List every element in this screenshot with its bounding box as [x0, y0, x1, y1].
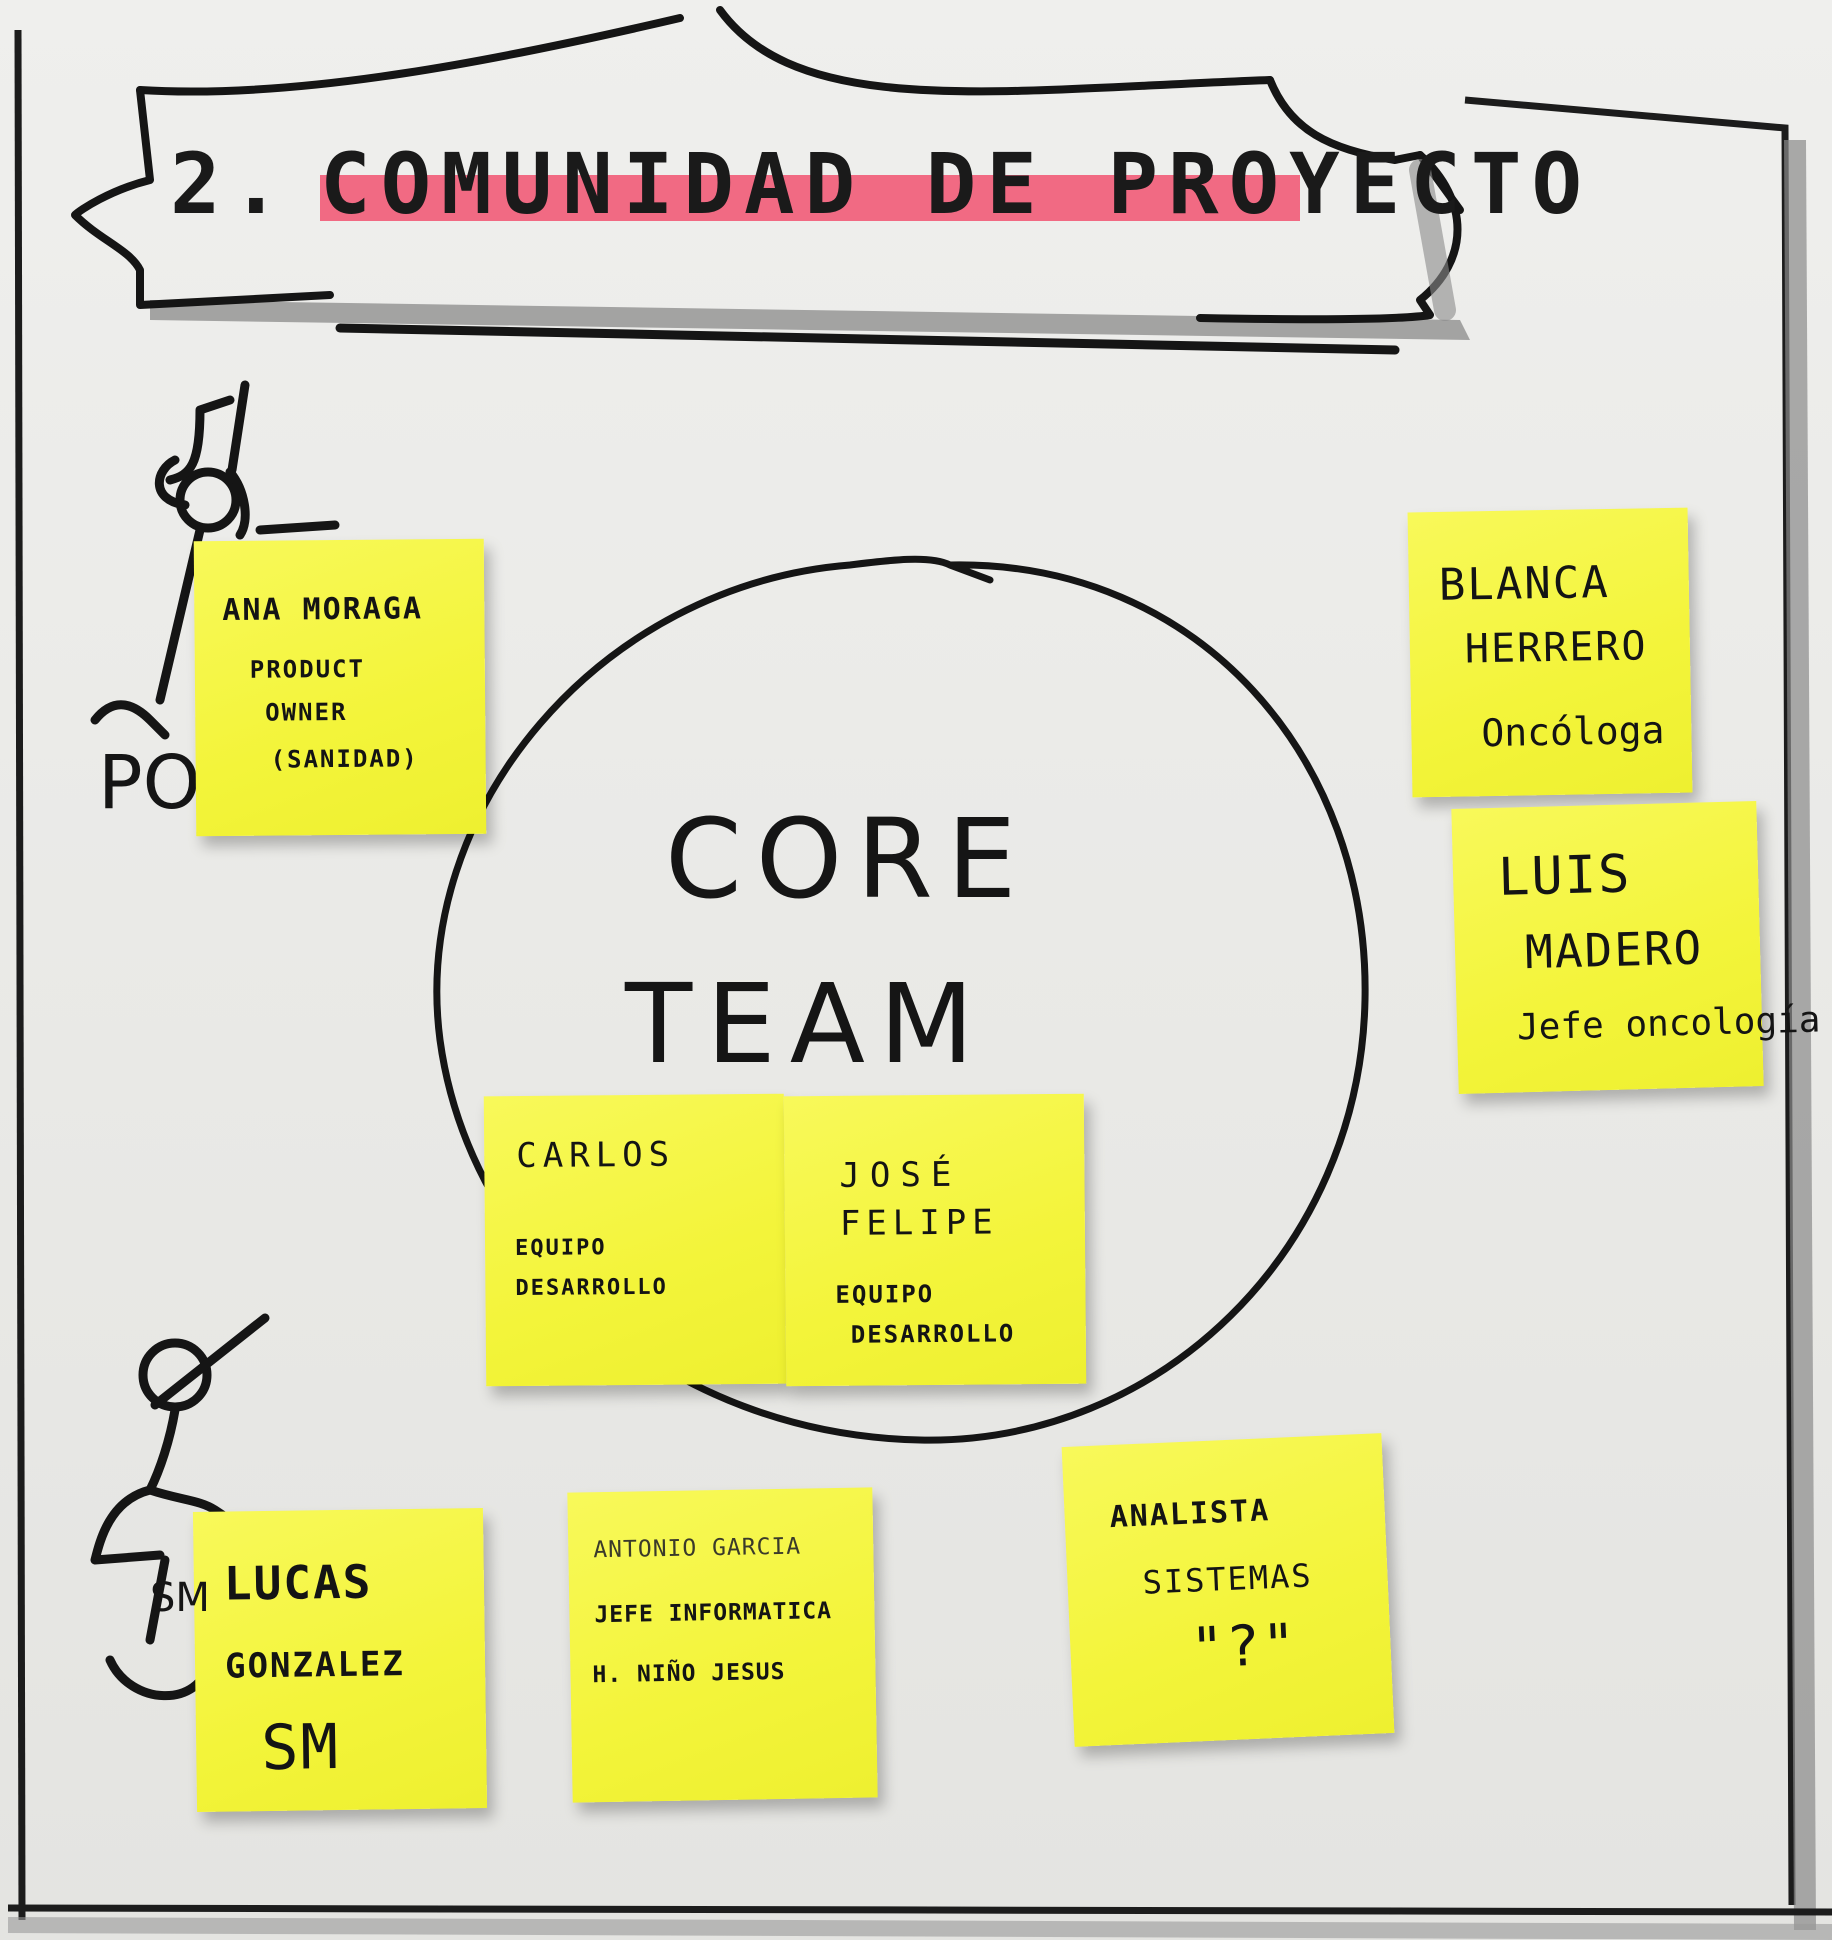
- sticky-note-ana: ANA MORAGA PRODUCT OWNER (SANIDAD): [193, 538, 487, 837]
- note-antonio-name: ANTONIO GARCIA: [593, 1533, 802, 1564]
- note-jose-role-1: EQUIPO: [835, 1280, 935, 1309]
- sticky-note-antonio: ANTONIO GARCIA JEFE INFORMATICA H. NIÑO …: [567, 1487, 878, 1803]
- core-team-circle: [433, 555, 1369, 1444]
- sticky-note-analista: ANALISTA SISTEMAS "?": [1061, 1433, 1395, 1747]
- note-antonio-role-2: H. NIÑO JESUS: [592, 1658, 786, 1689]
- note-blanca-name-2: HERRERO: [1464, 623, 1648, 673]
- note-luis-name-1: LUIS: [1497, 844, 1633, 908]
- note-carlos-role-2: DESARROLLO: [515, 1274, 668, 1302]
- note-lucas-name-2: GONZALEZ: [224, 1644, 406, 1687]
- title-highlight: [320, 175, 1300, 221]
- note-analista-role-2: SISTEMAS: [1141, 1556, 1314, 1602]
- note-jose-name-2: FELIPE: [839, 1202, 999, 1244]
- product-owner-figure: [90, 380, 340, 740]
- note-ana-role-2: OWNER: [265, 697, 348, 727]
- note-jose-name-1: JOSÉ: [839, 1154, 962, 1196]
- note-ana-role-1: PRODUCT: [249, 654, 366, 684]
- page-title: 2. COMUNIDAD DE PROYECTO: [170, 135, 1582, 255]
- note-luis-name-2: MADERO: [1524, 920, 1704, 980]
- note-jose-role-2: DESARROLLO: [850, 1319, 1016, 1349]
- title-text: COMUNIDAD DE PROYECTO: [320, 135, 1593, 233]
- note-blanca-role: Oncóloga: [1481, 708, 1665, 756]
- sticky-note-luis: LUIS MADERO Jefe oncología: [1451, 801, 1821, 1094]
- note-antonio-role-1: JEFE INFORMATICA: [594, 1598, 833, 1629]
- sticky-note-carlos: CARLOS EQUIPO DESARROLLO: [483, 1093, 787, 1387]
- note-ana-role-3: (SANIDAD): [270, 744, 419, 774]
- team-label: TEAM: [625, 960, 988, 1088]
- sticky-note-lucas: LUCAS GONZALEZ SM: [192, 1507, 488, 1813]
- note-ana-name: ANA MORAGA: [222, 591, 424, 629]
- core-label: CORE: [665, 795, 1031, 923]
- title-number: 2.: [170, 135, 292, 233]
- note-luis-role: Jefe oncología: [1516, 999, 1821, 1049]
- note-carlos-role-1: EQUIPO: [514, 1235, 607, 1262]
- sticky-note-jose: JOSÉ FELIPE EQUIPO DESARROLLO: [783, 1093, 1087, 1387]
- scrum-master-figure: [90, 1313, 270, 1701]
- note-blanca-name-1: BLANCA: [1438, 556, 1611, 611]
- sticky-note-blanca: BLANCA HERRERO Oncóloga: [1407, 507, 1693, 798]
- sm-label: SM: [150, 1575, 210, 1621]
- note-lucas-name-1: LUCAS: [223, 1554, 373, 1611]
- note-analista-question: "?": [1189, 1612, 1300, 1682]
- note-lucas-role: SM: [260, 1710, 341, 1785]
- note-carlos-name: CARLOS: [516, 1134, 676, 1177]
- note-analista-role-1: ANALISTA: [1108, 1493, 1271, 1536]
- title-banner: [71, 6, 1470, 355]
- po-label: PO: [98, 740, 201, 826]
